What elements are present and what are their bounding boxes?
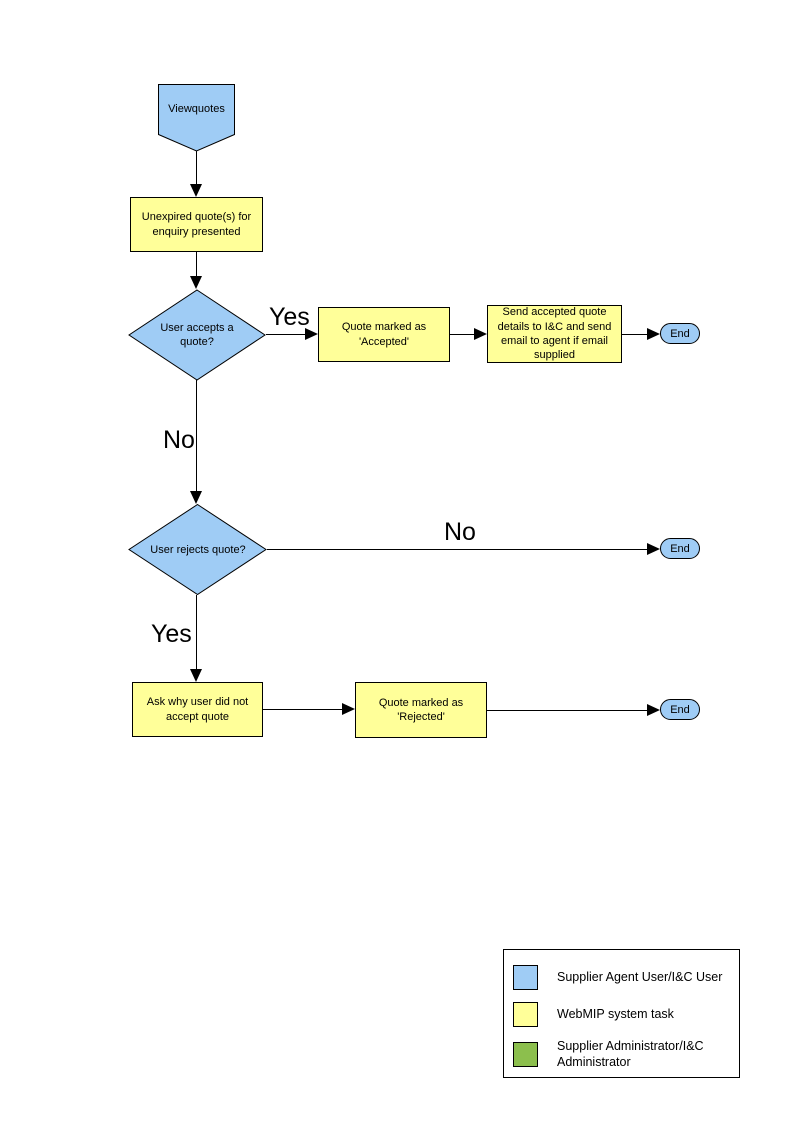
legend-label: WebMIP system task [557, 1006, 674, 1021]
process-quote-accepted: Quote marked as 'Accepted' [318, 307, 450, 362]
end-terminator-1: End [660, 323, 700, 344]
process-unexpired-quotes: Unexpired quote(s) for enquiry presented [130, 197, 263, 252]
legend-item-webmip-task: WebMIP system task [513, 1002, 731, 1027]
decision-user-rejects-shape [128, 504, 267, 595]
process-quote-accepted-label: Quote marked as 'Accepted' [341, 321, 427, 348]
process-quote-rejected: Quote marked as 'Rejected' [355, 682, 487, 738]
process-unexpired-quotes-label: Unexpired quote(s) for enquiry presented [141, 211, 252, 238]
legend-swatch-blue [513, 965, 538, 990]
connector-rejected-to-end3 [487, 710, 647, 711]
connector-accepts-to-accepted [266, 334, 305, 335]
end-terminator-3: End [660, 699, 700, 720]
arrowhead-down-icon [190, 276, 202, 289]
end-terminator-2-label: End [670, 542, 690, 555]
legend-item-supplier-agent: Supplier Agent User/I&C User [513, 965, 731, 990]
process-ask-why: Ask why user did not accept quote [132, 682, 263, 737]
legend-item-supplier-admin: Supplier Administrator/I&C Administrator [513, 1039, 731, 1070]
connector-askwhy-to-rejected [263, 709, 342, 710]
process-send-details: Send accepted quote details to I&C and s… [487, 305, 622, 363]
edge-label-yes-1: Yes [269, 303, 310, 331]
process-quote-rejected-label: Quote marked as 'Rejected' [378, 696, 464, 723]
arrowhead-right-icon [474, 328, 487, 340]
legend-swatch-yellow [513, 1002, 538, 1027]
legend-swatch-green [513, 1042, 538, 1068]
legend-label: Supplier Administrator/I&C Administrator [557, 1039, 704, 1069]
connector-accepted-to-send [450, 334, 474, 335]
process-send-details-label: Send accepted quote details to I&C and s… [497, 306, 612, 362]
process-ask-why-label: Ask why user did not accept quote [146, 696, 249, 723]
arrowhead-down-icon [190, 491, 202, 504]
end-terminator-2: End [660, 538, 700, 559]
end-terminator-1-label: End [670, 327, 690, 340]
arrowhead-right-icon [305, 328, 318, 340]
arrowhead-down-icon [190, 669, 202, 682]
connector-unexpired-to-accepts [196, 252, 197, 276]
arrowhead-down-icon [190, 184, 202, 197]
legend: Supplier Agent User/I&C User WebMIP syst… [503, 949, 740, 1078]
edge-label-yes-2: Yes [151, 620, 192, 648]
arrowhead-right-icon [647, 704, 660, 716]
connector-accepts-to-rejects [196, 380, 197, 491]
start-pentagon-shape [158, 84, 235, 152]
decision-user-accepts-shape [128, 289, 266, 381]
arrowhead-right-icon [647, 328, 660, 340]
connector-start-to-unexpired [196, 151, 197, 184]
connector-rejects-to-askwhy [196, 595, 197, 669]
arrowhead-right-icon [647, 543, 660, 555]
end-terminator-3-label: End [670, 703, 690, 716]
connector-rejects-to-end2 [267, 549, 647, 550]
legend-label: Supplier Agent User/I&C User [557, 969, 723, 984]
arrowhead-right-icon [342, 703, 355, 715]
edge-label-no-2: No [444, 518, 476, 546]
connector-send-to-end1 [622, 334, 647, 335]
edge-label-no-1: No [163, 426, 195, 454]
